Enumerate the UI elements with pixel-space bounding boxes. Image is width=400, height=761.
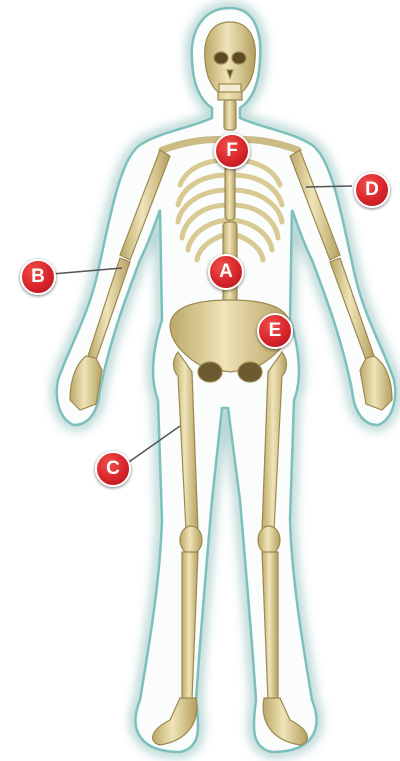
label-a-marker: A <box>208 254 244 290</box>
label-f-marker: F <box>214 133 250 169</box>
label-e-marker: E <box>257 313 293 349</box>
label-c-marker: C <box>95 451 131 487</box>
label-b-marker: B <box>20 259 56 295</box>
label-d-marker: D <box>354 172 390 208</box>
